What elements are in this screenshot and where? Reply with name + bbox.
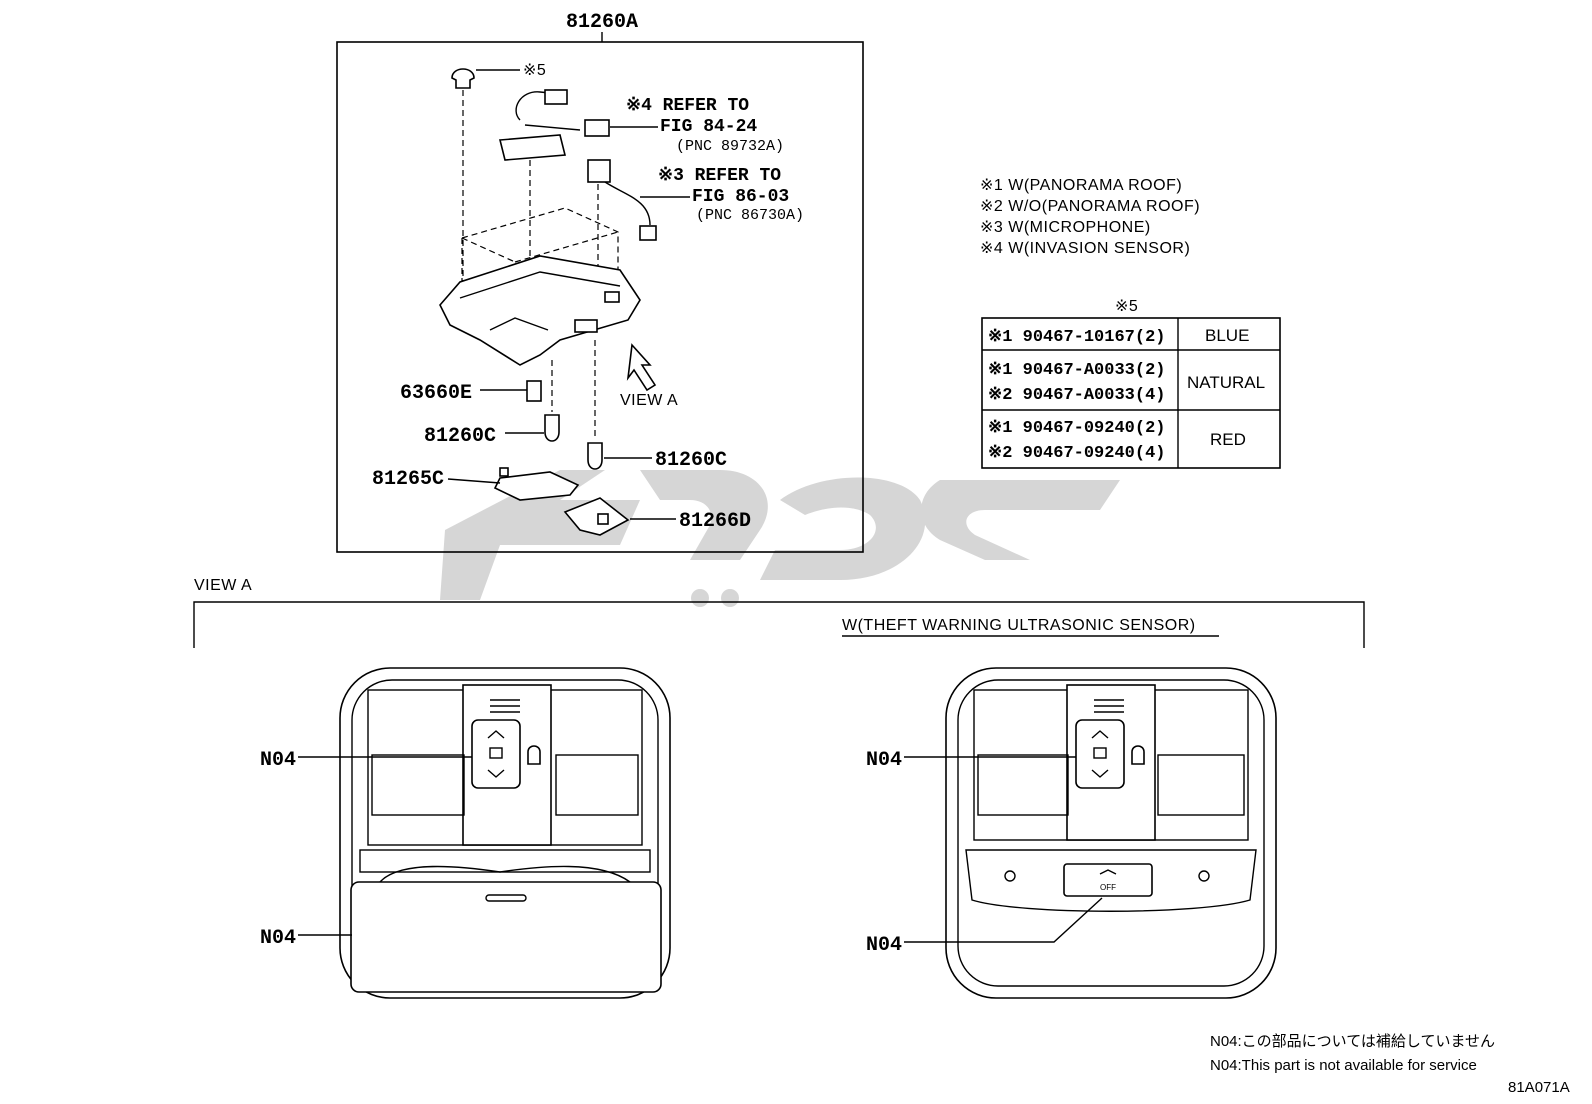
label-63660E: 63660E	[400, 382, 472, 405]
clip-table-title: ※5	[1115, 298, 1138, 315]
view-a-title: VIEW A	[194, 577, 252, 594]
console-left	[339, 667, 671, 999]
clip-row-2: ※1 90467-A0033(2)	[988, 361, 1165, 380]
leader-right-bottom	[904, 897, 1103, 943]
ref4-line2: FIG 84-24	[660, 117, 757, 137]
clip-part: ※5	[451, 62, 546, 300]
label-81266D: 81266D	[679, 510, 751, 533]
clip-note: ※5	[523, 62, 546, 79]
clip-row-4: ※1 90467-09240(2)	[988, 419, 1165, 438]
ref4-line3: (PNC 89732A)	[676, 138, 784, 155]
label-n04-left-top: N04	[260, 749, 296, 772]
legend: ※1 W(PANORAMA ROOF) ※2 W/O(PANORAMA ROOF…	[980, 177, 1200, 257]
clip-row-3: ※2 90467-A0033(4)	[988, 386, 1165, 405]
lens-81266D: 81266D	[563, 497, 751, 536]
invasion-sensor-harness: ※4 REFER TO FIG 84-24 (PNC 89732A)	[498, 89, 784, 300]
legend-2: ※2 W/O(PANORAMA ROOF)	[980, 198, 1200, 215]
clip-color-natural: NATURAL	[1187, 373, 1265, 392]
console-housing	[439, 207, 641, 366]
lens-81265C: 81265C	[372, 467, 580, 501]
label-n04-left-bottom: N04	[260, 927, 296, 950]
ref3-line1: ※3 REFER TO	[658, 166, 781, 186]
bulb-left: 81260C	[424, 360, 560, 448]
theft-sensor-variant-label: W(THEFT WARNING ULTRASONIC SENSOR)	[842, 617, 1196, 634]
legend-3: ※3 W(MICROPHONE)	[980, 219, 1151, 236]
ref3-line2: FIG 86-03	[692, 187, 789, 207]
label-81265C: 81265C	[372, 468, 444, 491]
view-a-bracket	[193, 601, 1365, 648]
footnote-en: N04:This part is not available for servi…	[1210, 1057, 1477, 1074]
label-81260C-left: 81260C	[424, 425, 496, 448]
part-63660E: 63660E	[400, 380, 542, 405]
label-n04-right-bottom: N04	[866, 934, 902, 957]
ref3-line3: (PNC 86730A)	[696, 207, 804, 224]
clip-color-blue: BLUE	[1205, 326, 1249, 345]
diagram-id: 81A071A	[1508, 1079, 1570, 1096]
clip-table: ※5 ※1 90467-10167(2) BLUE ※1 90467-A0033…	[981, 298, 1281, 469]
ref4-line1: ※4 REFER TO	[626, 96, 749, 116]
clip-color-red: RED	[1210, 430, 1246, 449]
clip-row-1: ※1 90467-10167(2)	[988, 328, 1165, 347]
view-a-arrow-label: VIEW A	[620, 392, 678, 409]
view-a-arrow: VIEW A	[620, 343, 678, 409]
label-n04-right-top: N04	[866, 749, 902, 772]
off-switch-text: OFF	[1100, 883, 1116, 892]
legend-1: ※1 W(PANORAMA ROOF)	[980, 177, 1182, 194]
main-part-number: 81260A	[566, 11, 638, 34]
microphone-harness: ※3 REFER TO FIG 86-03 (PNC 86730A)	[587, 159, 804, 300]
label-81260C-right: 81260C	[655, 449, 727, 472]
bulb-right: 81260C	[587, 340, 727, 472]
console-right: OFF	[945, 667, 1277, 999]
clip-row-5: ※2 90467-09240(4)	[988, 444, 1165, 463]
exploded-view-frame	[336, 41, 864, 553]
legend-4: ※4 W(INVASION SENSOR)	[980, 240, 1190, 257]
footnote-jp: N04:この部品については補給していません	[1210, 1033, 1495, 1050]
